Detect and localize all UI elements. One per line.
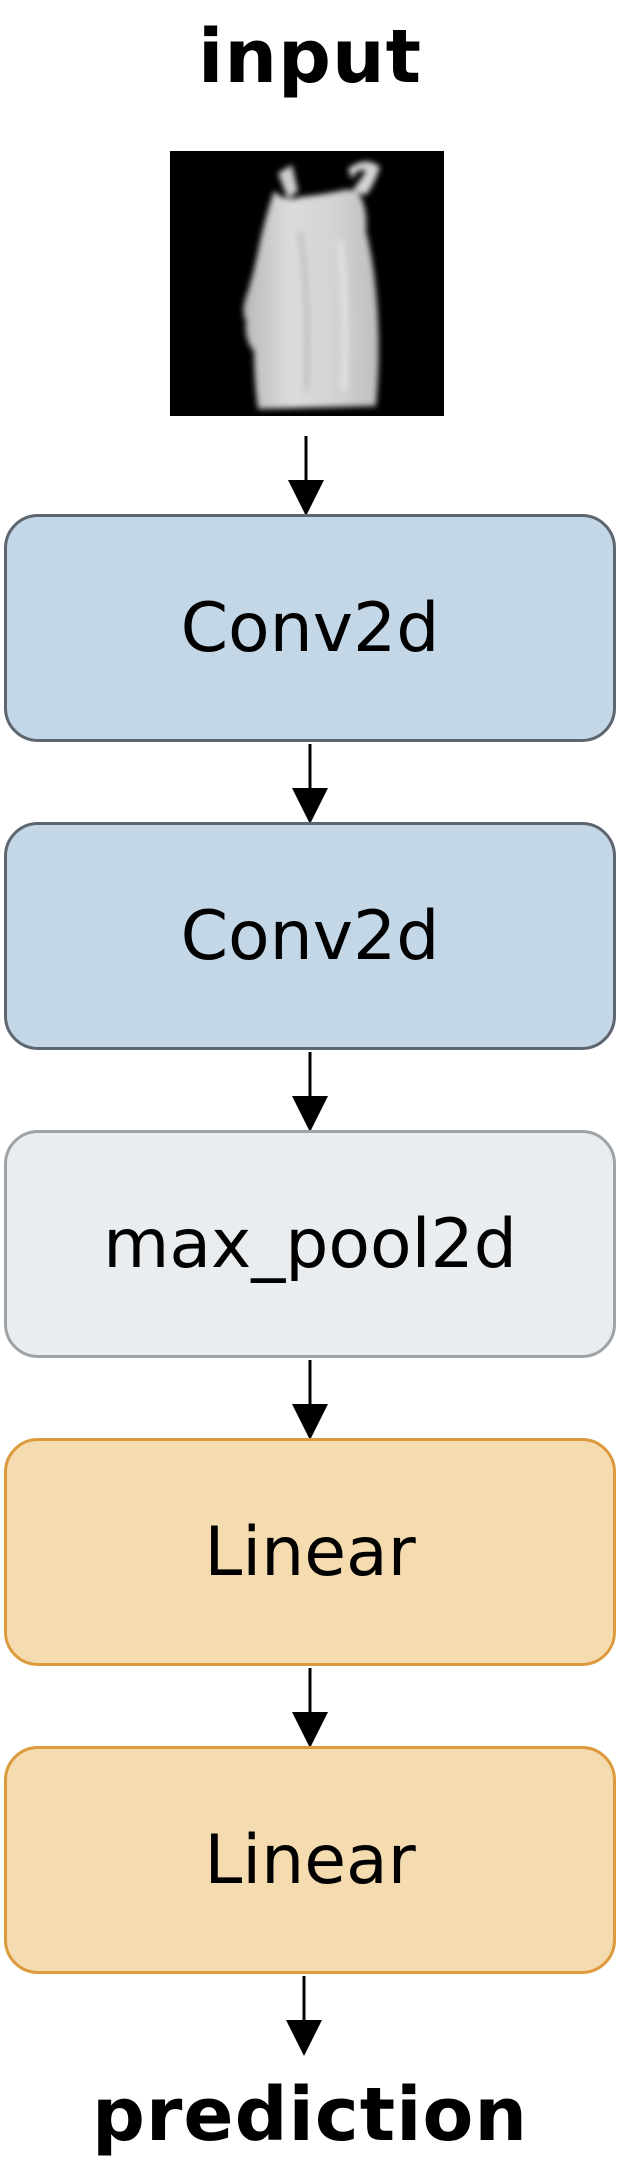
layer-label: Conv2d — [180, 896, 440, 976]
layer-max-pool2d: max_pool2d — [4, 1130, 616, 1358]
arrow-max-pool2d-to-linear — [290, 1360, 330, 1440]
input-label: input — [197, 14, 423, 100]
input-image — [170, 151, 444, 416]
arrow-conv2d-to-max-pool2d — [290, 1052, 330, 1132]
layer-label: Conv2d — [180, 588, 440, 668]
garment-icon — [170, 151, 444, 416]
layer-linear-1: Linear — [4, 1438, 616, 1666]
layer-label: Linear — [204, 1820, 416, 1900]
arrow-linear-to-linear — [290, 1668, 330, 1748]
layer-linear-2: Linear — [4, 1746, 616, 1974]
prediction-label: prediction — [91, 2072, 529, 2158]
layer-conv2d-1: Conv2d — [4, 514, 616, 742]
arrow-linear-to-prediction — [284, 1976, 324, 2056]
layer-conv2d-2: Conv2d — [4, 822, 616, 1050]
layer-label: max_pool2d — [103, 1204, 517, 1284]
arrow-conv2d-to-conv2d — [290, 744, 330, 824]
arrow-input-to-conv2d — [286, 436, 326, 516]
layer-label: Linear — [204, 1512, 416, 1592]
